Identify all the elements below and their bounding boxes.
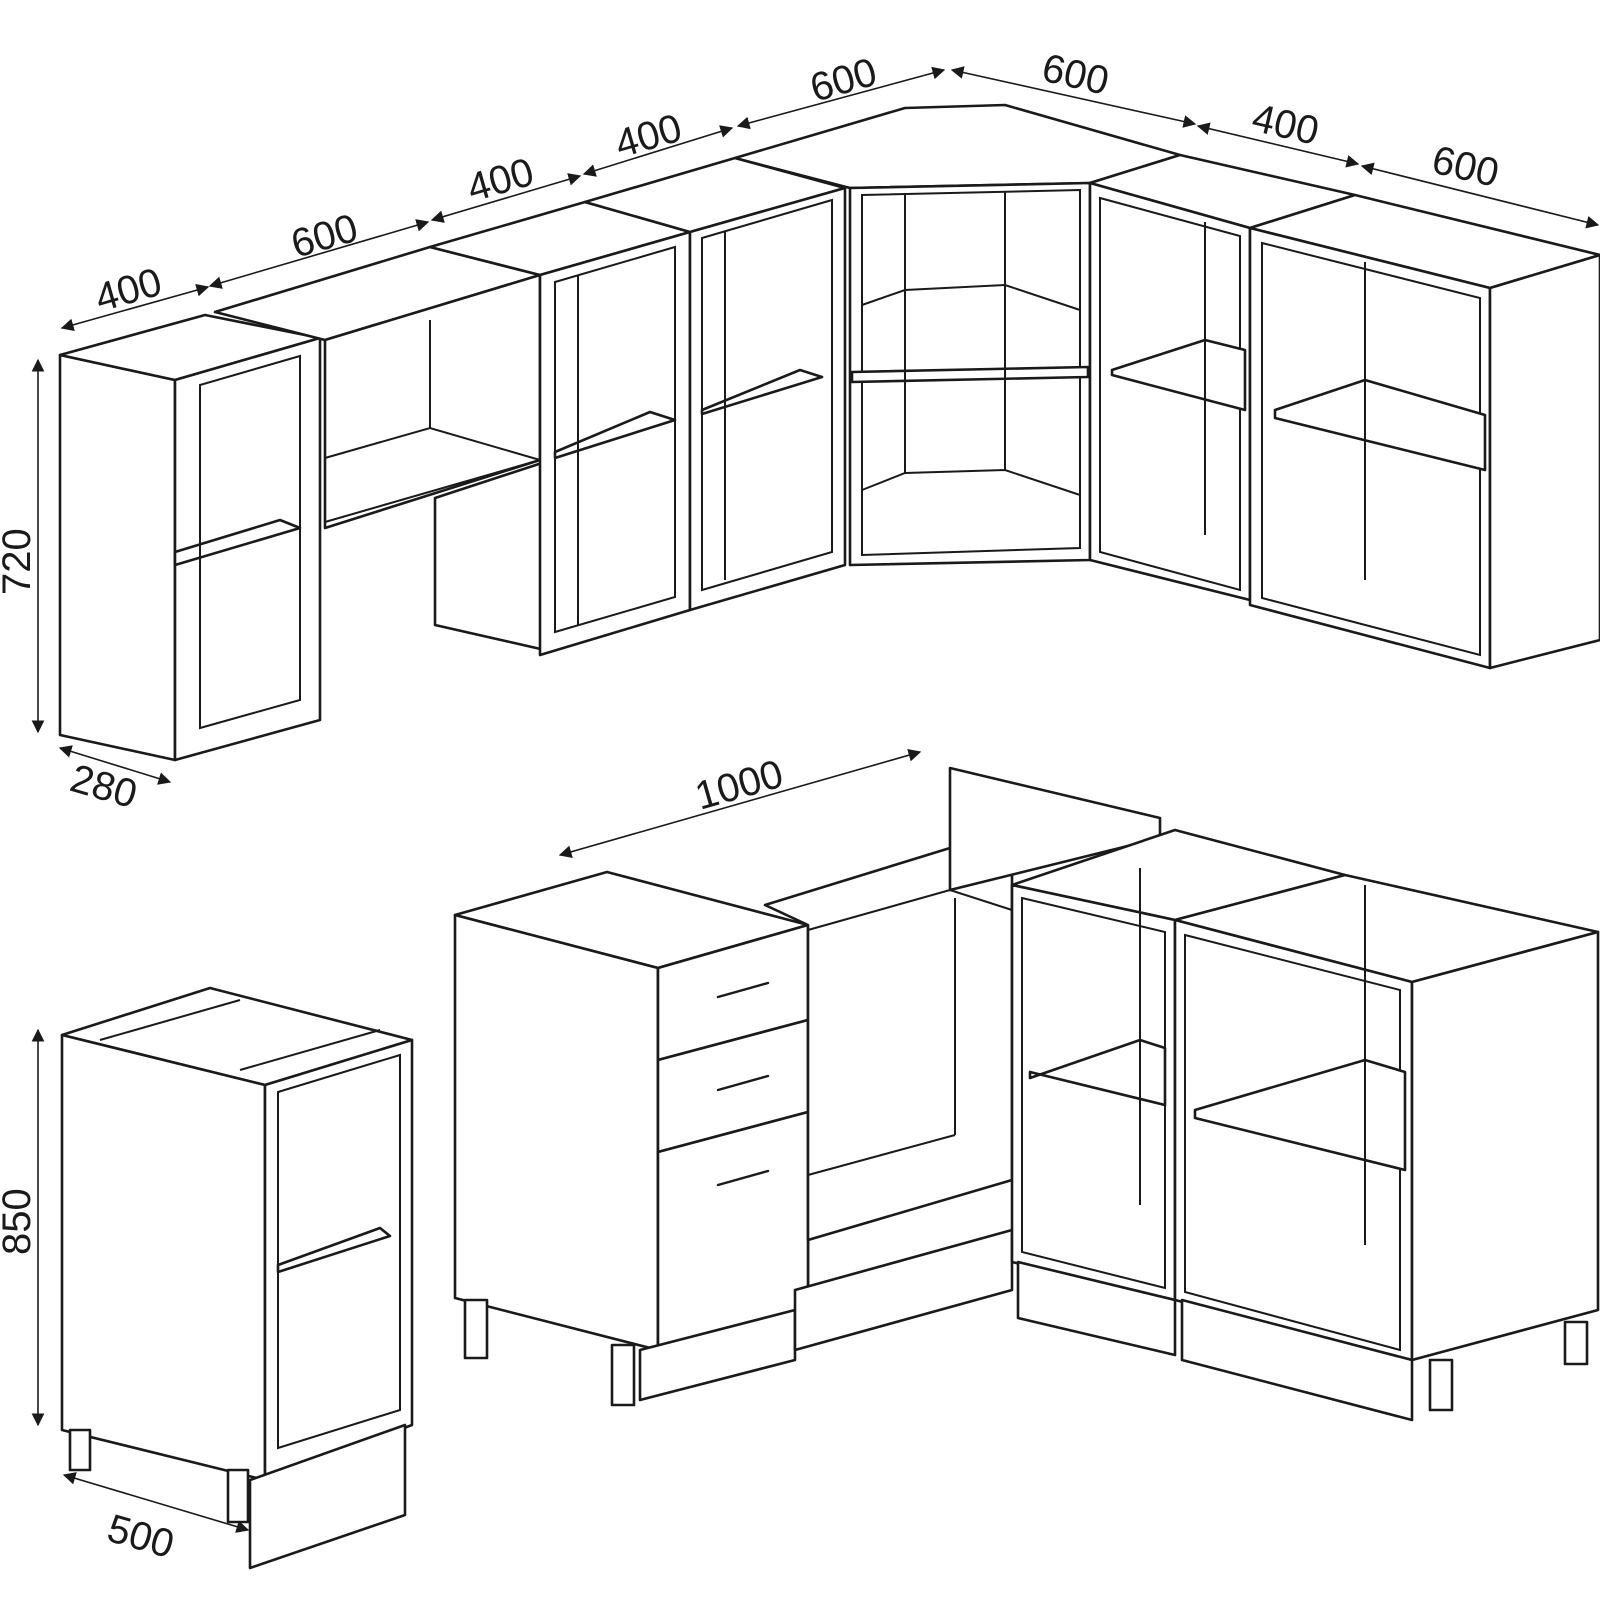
base-cabinet-3 bbox=[1010, 828, 1347, 1357]
dim-wall-5: 600 bbox=[805, 50, 881, 111]
base-cabinet-drawers bbox=[453, 870, 810, 1407]
base-cabinet-4 bbox=[1173, 873, 1600, 1422]
wall-cabinets bbox=[58, 103, 1600, 762]
dim-wall-4: 400 bbox=[610, 106, 686, 167]
dim-base-run: 1000 bbox=[690, 752, 788, 819]
dim-wall-3: 400 bbox=[462, 150, 538, 211]
wall-cabinet-3 bbox=[428, 200, 692, 657]
dim-wall-7: 400 bbox=[1248, 96, 1323, 154]
base-cabinet-single bbox=[60, 986, 414, 1570]
dim-wall-1: 400 bbox=[90, 260, 166, 321]
wall-cabinet-4 bbox=[583, 156, 847, 612]
dim-base-height: 850 bbox=[0, 1188, 39, 1255]
dim-wall-height: 720 bbox=[0, 528, 39, 595]
dimension-lines bbox=[31, 66, 1600, 1533]
dim-wall-8: 600 bbox=[1428, 138, 1503, 196]
wall-cabinet-6 bbox=[1088, 153, 1357, 602]
base-cabinets bbox=[60, 766, 1600, 1570]
wall-cabinet-1 bbox=[58, 313, 322, 762]
wall-cabinet-7 bbox=[1248, 193, 1600, 670]
dim-wall-2: 600 bbox=[286, 206, 362, 267]
base-cabinet-sink bbox=[763, 766, 1162, 1352]
wall-cabinet-corner bbox=[733, 103, 1182, 567]
dim-wall-6: 600 bbox=[1038, 46, 1113, 104]
dim-base-depth: 500 bbox=[103, 1506, 179, 1567]
dim-wall-depth: 280 bbox=[66, 756, 142, 817]
